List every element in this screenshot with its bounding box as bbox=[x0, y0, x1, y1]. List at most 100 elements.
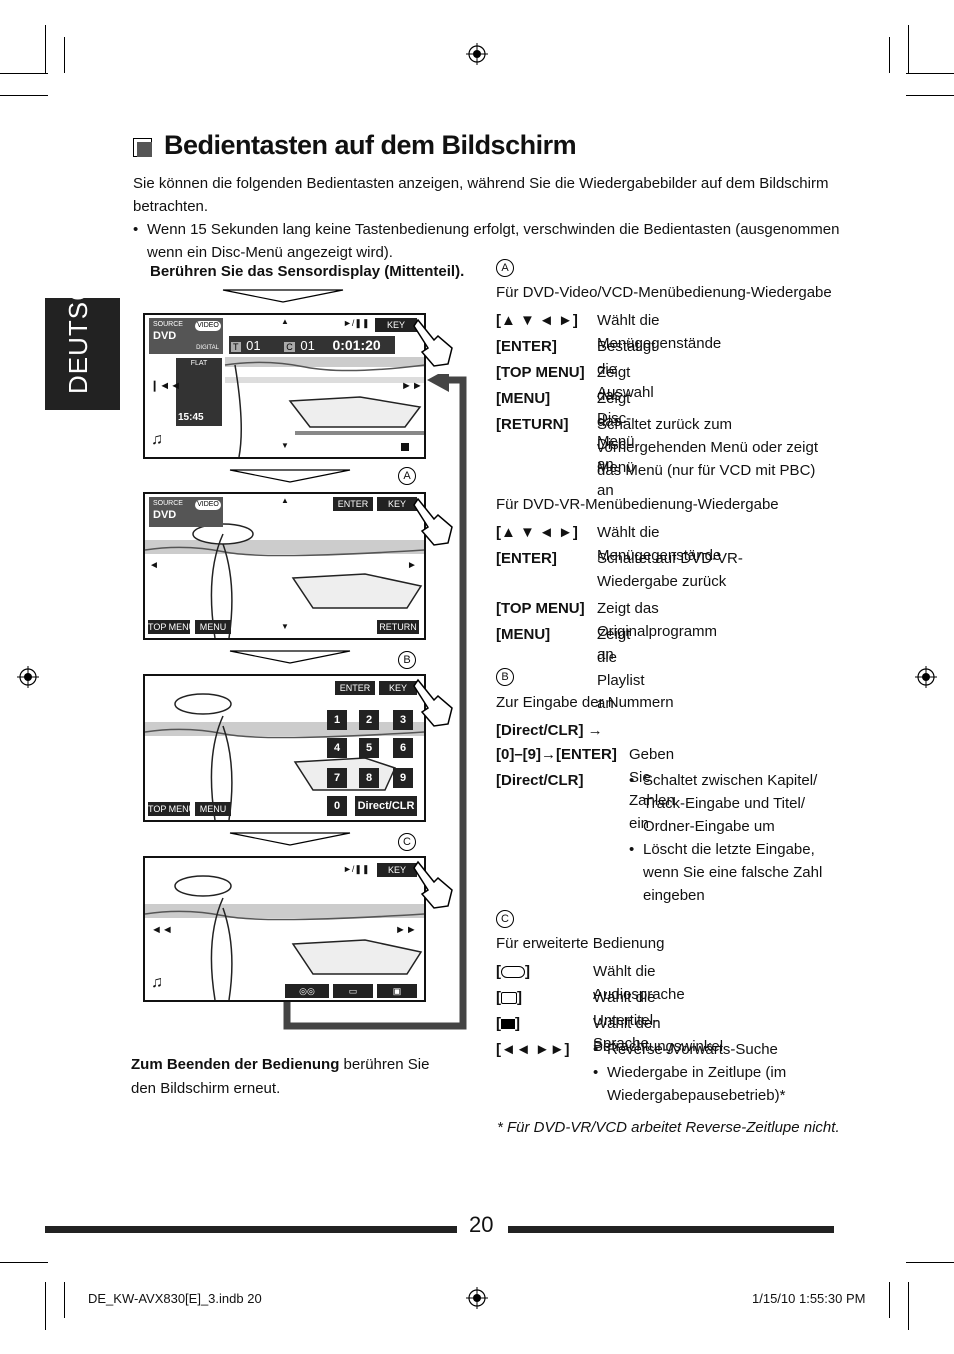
title-icon: T bbox=[231, 342, 241, 352]
bullet: Schaltet zwischen Kapitel/ Track-Eingabe… bbox=[629, 769, 839, 838]
enter-button[interactable]: ENTER bbox=[333, 497, 373, 511]
left-arrow-button[interactable]: ◄ bbox=[149, 560, 159, 571]
audio-language-button[interactable]: ◎◎ bbox=[285, 984, 329, 998]
down-arrow-button[interactable]: ▼ bbox=[281, 622, 289, 631]
label-b: B bbox=[398, 651, 416, 669]
chapter-number: 01 bbox=[300, 338, 315, 353]
key: [◄◄ ►►] bbox=[496, 1041, 570, 1058]
music-disc-icon[interactable]: ♫ bbox=[151, 974, 163, 991]
disc-type-label: DVD bbox=[153, 330, 177, 342]
right-arrow-button[interactable]: ► bbox=[407, 560, 417, 571]
screen-advanced-operation[interactable]: ►/❚❚ KEY ◄◄ ►► ♫ ◎◎ ▭ ▣ bbox=[143, 856, 426, 1002]
value: Zeigt die Playlist an bbox=[597, 626, 645, 712]
number-key-4[interactable]: 4 bbox=[327, 738, 347, 758]
crop-mark bbox=[0, 73, 48, 74]
label-c: C bbox=[398, 833, 416, 851]
value: Zeigt das Disc-Menü an bbox=[597, 364, 635, 473]
key: [RETURN] bbox=[496, 416, 569, 433]
source-label: SOURCE bbox=[153, 321, 183, 328]
section-c-label: C bbox=[496, 910, 514, 928]
enter-button[interactable]: ENTER bbox=[335, 681, 375, 695]
end-bold: Zum Beenden der Bedienung bbox=[131, 1056, 340, 1073]
up-arrow-button[interactable]: ▲ bbox=[281, 496, 289, 505]
music-disc-icon[interactable]: ♫ bbox=[151, 431, 163, 448]
section-b-heading: Zur Eingabe der Nummern bbox=[496, 694, 674, 711]
number-key-9[interactable]: 9 bbox=[393, 768, 413, 788]
key: [ENTER] bbox=[496, 550, 557, 567]
play-pause-icon[interactable]: ►/❚❚ bbox=[343, 864, 370, 874]
screen-playback-info[interactable]: SOURCE DVD DIGITAL VIDEO FLAT 15:45 T 01… bbox=[143, 313, 426, 459]
crop-mark bbox=[45, 1282, 46, 1330]
bullet: Reverse-/Vorwärts-Suche bbox=[593, 1038, 813, 1061]
angle-button[interactable]: ▣ bbox=[377, 984, 417, 998]
crop-mark bbox=[64, 37, 65, 73]
playback-time: 0:01:20 bbox=[332, 337, 381, 353]
slug-file: DE_KW-AVX830[E]_3.indb 20 bbox=[88, 1291, 262, 1306]
forward-search-icon[interactable]: ►► bbox=[395, 924, 417, 936]
title-square-icon bbox=[133, 138, 152, 157]
key: [MENU] bbox=[496, 390, 551, 407]
key: [▲ ▼ ◄ ►] bbox=[496, 312, 578, 329]
footer-bar-right bbox=[508, 1226, 834, 1233]
number-key-2[interactable]: 2 bbox=[359, 710, 379, 730]
intro-paragraph: Sie können die folgenden Bedientasten an… bbox=[133, 175, 829, 215]
key-button[interactable]: KEY bbox=[379, 681, 417, 695]
key: [MENU] bbox=[496, 626, 551, 643]
key-button[interactable]: KEY bbox=[377, 863, 417, 877]
top-menu-button[interactable]: TOP MENU bbox=[148, 802, 196, 816]
previous-icon[interactable]: ❙◄◄ bbox=[150, 380, 181, 392]
beach-scene-icon bbox=[224, 357, 424, 457]
subtitle-button[interactable]: ▭ bbox=[333, 984, 373, 998]
number-key-1[interactable]: 1 bbox=[327, 710, 347, 730]
crop-mark bbox=[64, 1282, 65, 1318]
side-tab-label: DEUTSCH bbox=[63, 261, 93, 394]
key: [TOP MENU] bbox=[496, 364, 585, 381]
reverse-search-icon[interactable]: ◄◄ bbox=[151, 924, 173, 936]
down-arrow-indicator-icon bbox=[222, 289, 344, 303]
down-arrow-icon[interactable]: ▼ bbox=[281, 441, 289, 450]
play-pause-icon[interactable]: ►/❚❚ bbox=[343, 318, 370, 328]
down-arrow-indicator-icon bbox=[229, 832, 351, 846]
number-key-5[interactable]: 5 bbox=[359, 738, 379, 758]
footnote: * Für DVD-VR/VCD arbeitet Reverse-Zeitlu… bbox=[497, 1119, 840, 1136]
up-arrow-icon[interactable]: ▲ bbox=[281, 317, 289, 326]
key: [0]–[9]→[ENTER] bbox=[496, 746, 617, 763]
page-number: 20 bbox=[469, 1212, 494, 1237]
key-button[interactable]: KEY bbox=[375, 318, 417, 332]
screen-number-entry[interactable]: ENTER KEY 1 2 3 4 5 6 7 8 9 0 Direct/CLR… bbox=[143, 674, 426, 822]
down-arrow-indicator-icon bbox=[229, 650, 351, 664]
pointing-hand-icon bbox=[413, 860, 453, 909]
screen-menu-operation[interactable]: SOURCE DVD VIDEO ▲ ENTER KEY ◄ ► TOP MEN… bbox=[143, 492, 426, 640]
number-key-7[interactable]: 7 bbox=[327, 768, 347, 788]
number-key-3[interactable]: 3 bbox=[393, 710, 413, 730]
beach-scene-icon bbox=[145, 875, 424, 1000]
sound-mode-panel[interactable]: FLAT 15:45 bbox=[176, 358, 222, 426]
page-title: Bedientasten auf dem Bildschirm bbox=[164, 130, 577, 160]
pointing-hand-icon bbox=[413, 497, 453, 546]
number-key-8[interactable]: 8 bbox=[359, 768, 379, 788]
return-button[interactable]: RETURN bbox=[377, 620, 419, 634]
sound-mode-label: FLAT bbox=[190, 360, 208, 367]
left-heading: Berühren Sie das Sensordisplay (Mittente… bbox=[150, 263, 465, 280]
camera-key-icon: [] bbox=[496, 1015, 520, 1032]
key-button[interactable]: KEY bbox=[377, 497, 417, 511]
crop-mark bbox=[0, 1262, 48, 1263]
key: [Direct/CLR] → bbox=[496, 722, 603, 739]
menu-button[interactable]: MENU bbox=[195, 620, 231, 634]
key: [TOP MENU] bbox=[496, 600, 585, 617]
value: Wählt die Audiosprache bbox=[593, 963, 685, 1003]
menu-button[interactable]: MENU bbox=[195, 802, 231, 816]
number-key-0[interactable]: 0 bbox=[327, 796, 347, 816]
label-a: A bbox=[398, 467, 416, 485]
key: [ENTER] bbox=[496, 338, 557, 355]
value: Zeigt das Disc-Menü an bbox=[597, 390, 635, 499]
direct-clr-button[interactable]: Direct/CLR bbox=[355, 796, 417, 816]
number-key-6[interactable]: 6 bbox=[393, 738, 413, 758]
top-menu-button[interactable]: TOP MENU bbox=[148, 620, 196, 634]
intro-bullet: Wenn 15 Sekunden lang keine Tastenbedien… bbox=[133, 218, 853, 264]
stop-icon[interactable] bbox=[401, 443, 409, 451]
value: Zeigt das Originalprogramm an bbox=[597, 600, 718, 663]
crop-mark bbox=[906, 1262, 954, 1263]
next-icon[interactable]: ►►❙ bbox=[401, 380, 424, 392]
beach-scene-icon bbox=[145, 523, 424, 638]
